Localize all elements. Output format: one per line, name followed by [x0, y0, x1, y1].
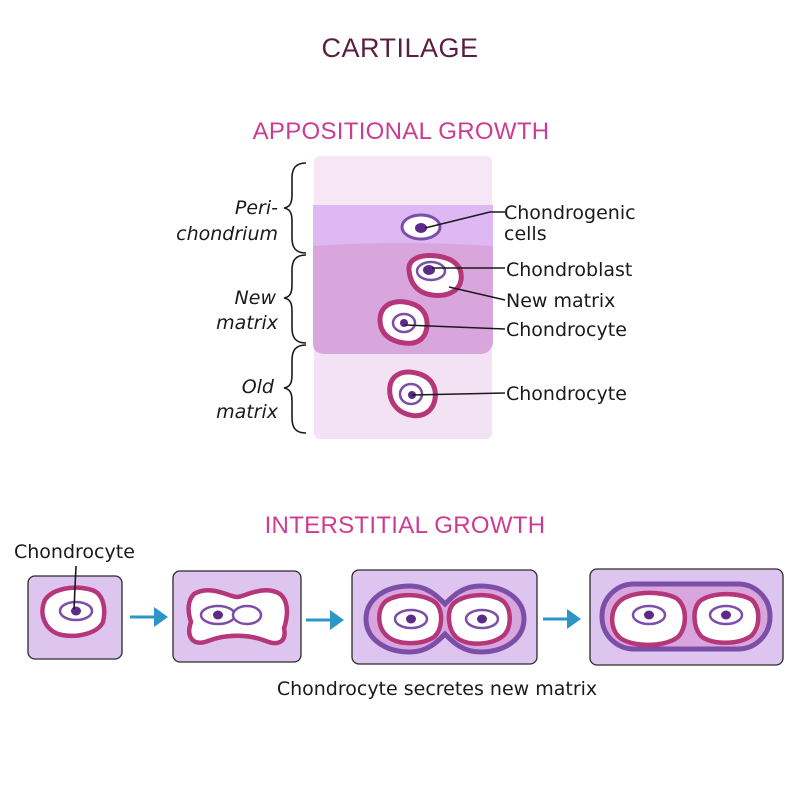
chondrocyte-new-matrix	[377, 299, 430, 346]
stage-1-box	[27, 575, 123, 660]
top-layer	[314, 156, 492, 208]
stage-2-box	[172, 570, 302, 663]
zone-old-matrix-2: matrix	[216, 401, 279, 423]
zone-perichondrium-2: chondrium	[176, 223, 278, 245]
zone-new-matrix-2: matrix	[216, 312, 279, 334]
zone-perichondrium-1: Peri-	[235, 197, 278, 219]
label-chondrocyte-interstitial: Chondrocyte	[14, 541, 135, 563]
stage-4-box	[589, 568, 784, 666]
stage-3-box	[351, 569, 538, 665]
label-chondrocyte-lower: Chondrocyte	[506, 383, 627, 405]
interstitial-caption: Chondrocyte secretes new matrix	[277, 678, 597, 700]
interstitial-heading: INTERSTITIAL GROWTH	[265, 512, 546, 539]
arrow-2	[306, 610, 344, 630]
label-chondroblast: Chondroblast	[506, 259, 632, 281]
chondrocyte-old-matrix	[387, 369, 438, 419]
chondrogenic-cell	[400, 213, 442, 241]
arrow-3	[543, 609, 581, 629]
page-title: CARTILAGE	[321, 33, 478, 63]
label-chondrogenic-2: cells	[504, 223, 547, 245]
leader-lines-appositional	[404, 211, 506, 396]
zone-new-matrix-1: New	[235, 287, 277, 309]
label-chondrogenic-1: Chondrogenic	[504, 202, 636, 224]
arrow-1	[130, 607, 168, 627]
brace-new-matrix	[283, 254, 307, 344]
label-new-matrix: New matrix	[506, 290, 615, 312]
chondroblast-cell	[406, 253, 464, 298]
brace-old-matrix	[283, 344, 307, 434]
brace-perichondrium	[283, 162, 307, 254]
appositional-heading: APPOSITIONAL GROWTH	[253, 118, 550, 145]
label-chondrocyte-upper: Chondrocyte	[506, 319, 627, 341]
tissue-column	[313, 156, 493, 439]
zone-old-matrix-1: Old	[242, 376, 275, 398]
leader-interstitial	[73, 565, 77, 610]
